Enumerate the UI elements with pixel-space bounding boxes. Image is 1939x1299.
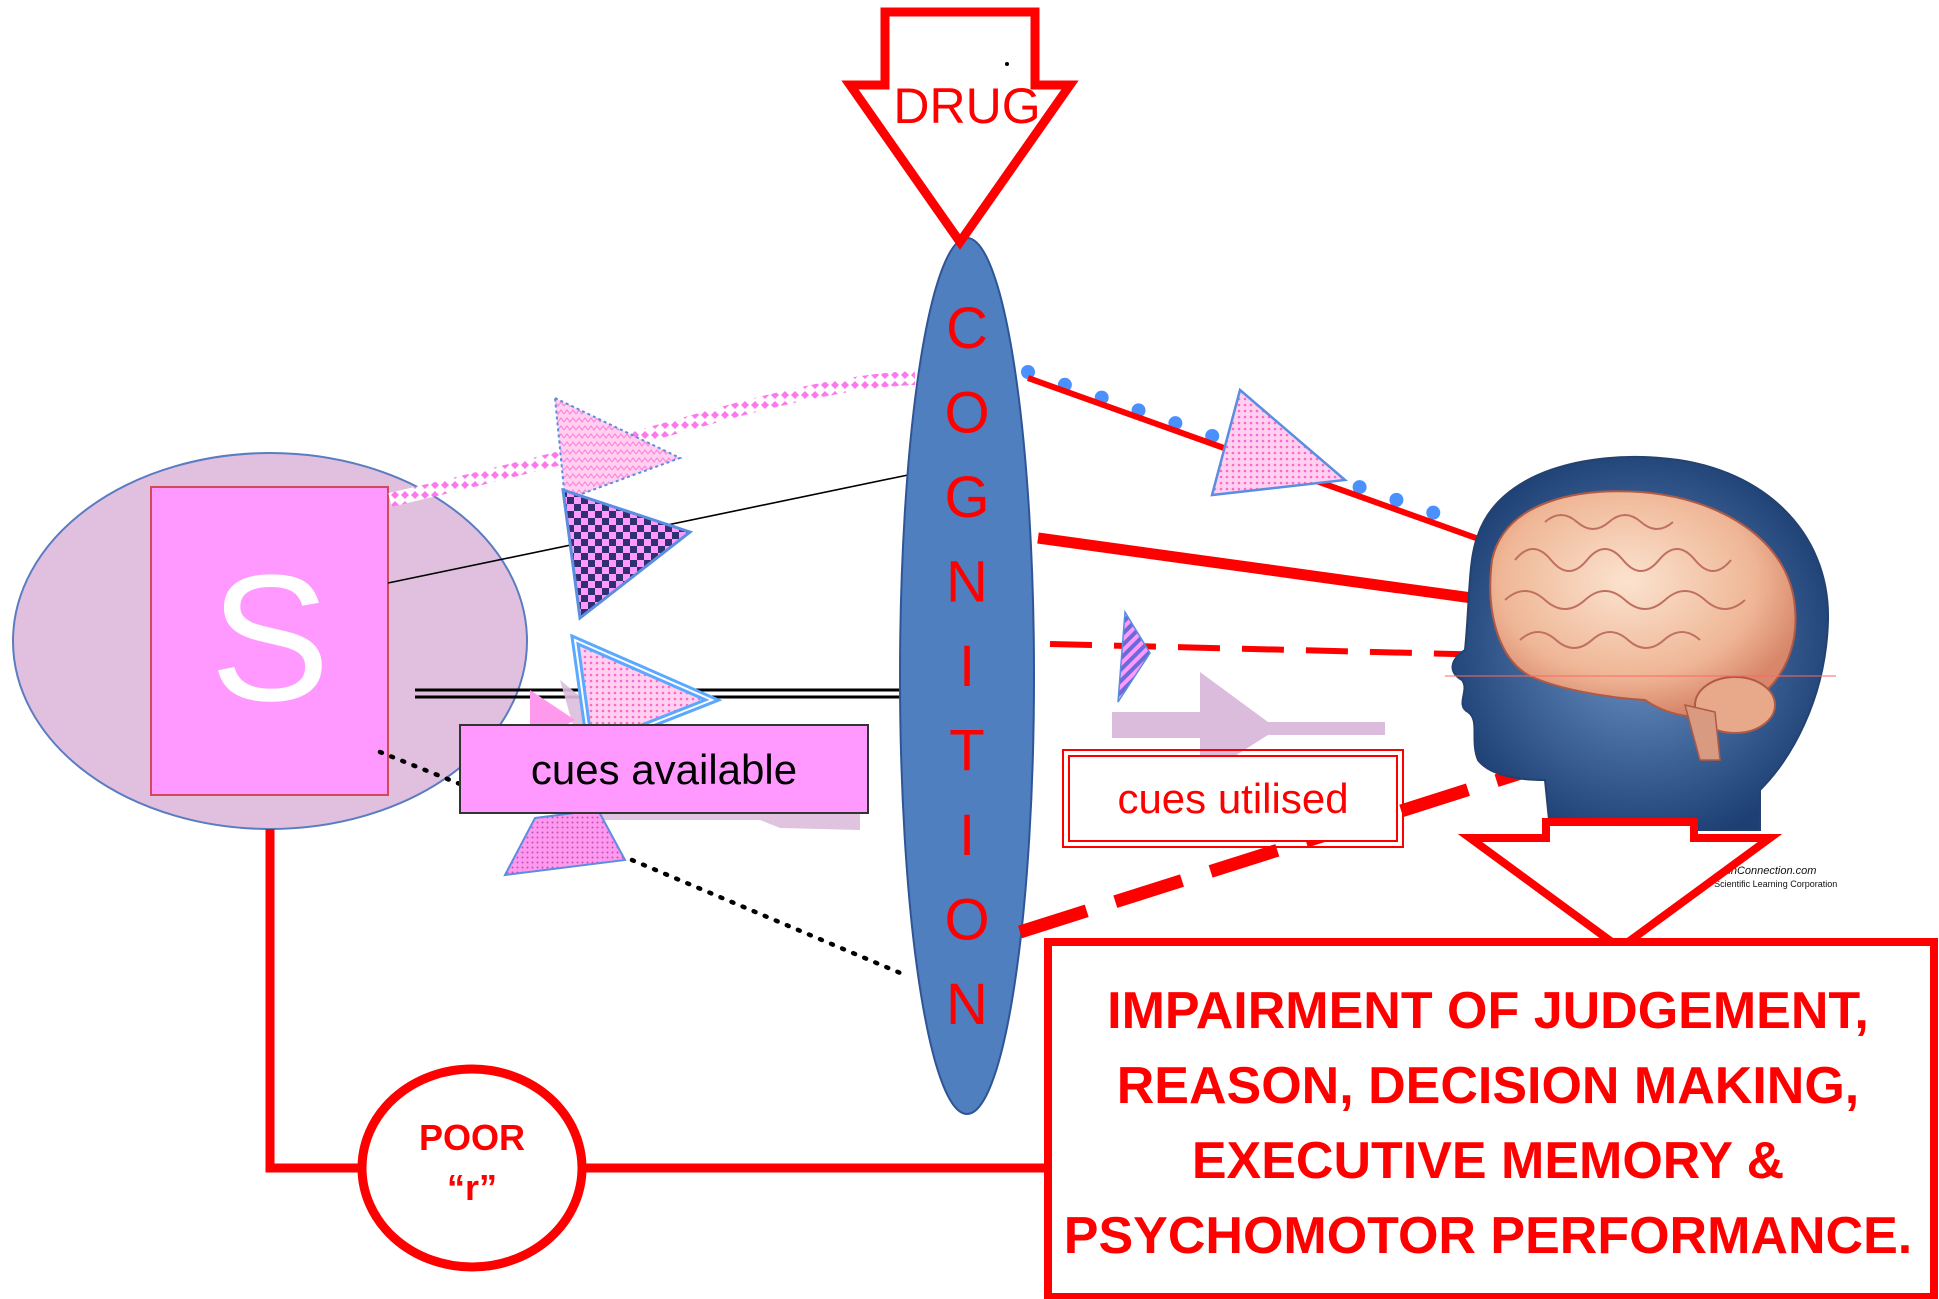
stimulus-pink-band bbox=[388, 371, 916, 507]
impairment-line-3: EXECUTIVE MEMORY & bbox=[1192, 1132, 1784, 1190]
head-brain-illustration: www.BrainConnection.com ©1999 Scientific… bbox=[1445, 455, 1837, 889]
poor-r-circle: POOR “r” bbox=[357, 1064, 587, 1272]
blue-dotted-line bbox=[1021, 365, 1447, 522]
cues-available-box: cues available bbox=[459, 724, 869, 814]
cognition-letter: I bbox=[959, 634, 975, 699]
cognition-letter: O bbox=[944, 381, 989, 446]
cues-utilised-pale-arrow bbox=[1112, 672, 1385, 778]
output-arrow bbox=[1457, 818, 1783, 953]
brainstem bbox=[1683, 703, 1721, 761]
drug-arrow-shape bbox=[841, 7, 1079, 250]
cognition-letter: N bbox=[946, 550, 988, 615]
dotted-triangle-right bbox=[1210, 387, 1348, 497]
cognition-letter: G bbox=[944, 465, 989, 530]
cognition-letter: C bbox=[946, 296, 988, 361]
stimulus-dotted-line bbox=[377, 749, 908, 978]
zigzag-triangle bbox=[553, 396, 683, 502]
impairment-line-2: REASON, DECISION MAKING, bbox=[1117, 1057, 1860, 1115]
striped-triangle bbox=[1117, 609, 1151, 703]
feedback-loop-line bbox=[265, 829, 362, 1173]
poor-r-line2: “r” bbox=[447, 1167, 497, 1208]
cognition-letter: N bbox=[946, 972, 988, 1037]
stimulus-group: S bbox=[12, 452, 528, 830]
checker-triangle bbox=[561, 487, 694, 621]
impairment-line-4: PSYCHOMOTOR PERFORMANCE. bbox=[1064, 1207, 1912, 1265]
drug-dot bbox=[1005, 62, 1009, 66]
cognition-letter: T bbox=[949, 719, 984, 784]
impairment-line-1: IMPAIRMENT OF JUDGEMENT, bbox=[1107, 982, 1869, 1040]
drug-arrow: DRUG bbox=[841, 7, 1079, 250]
cues-available-label: cues available bbox=[531, 746, 797, 793]
cognition-letter: O bbox=[944, 888, 989, 953]
cues-utilised-box: cues utilised bbox=[1062, 749, 1404, 848]
brain-credit-line2: ©1999 Scientific Learning Corporation bbox=[1685, 879, 1837, 889]
cues-utilised-label: cues utilised bbox=[1117, 775, 1348, 822]
cognition-letter: I bbox=[959, 803, 975, 868]
stimulus-box bbox=[150, 486, 389, 796]
impairment-box: IMPAIRMENT OF JUDGEMENT, REASON, DECISIO… bbox=[1044, 938, 1938, 1299]
brain-folds bbox=[1504, 514, 1746, 649]
stimulus-letter: S bbox=[210, 538, 330, 739]
poor-r-line1: POOR bbox=[419, 1117, 525, 1158]
drug-label: DRUG bbox=[893, 78, 1040, 134]
